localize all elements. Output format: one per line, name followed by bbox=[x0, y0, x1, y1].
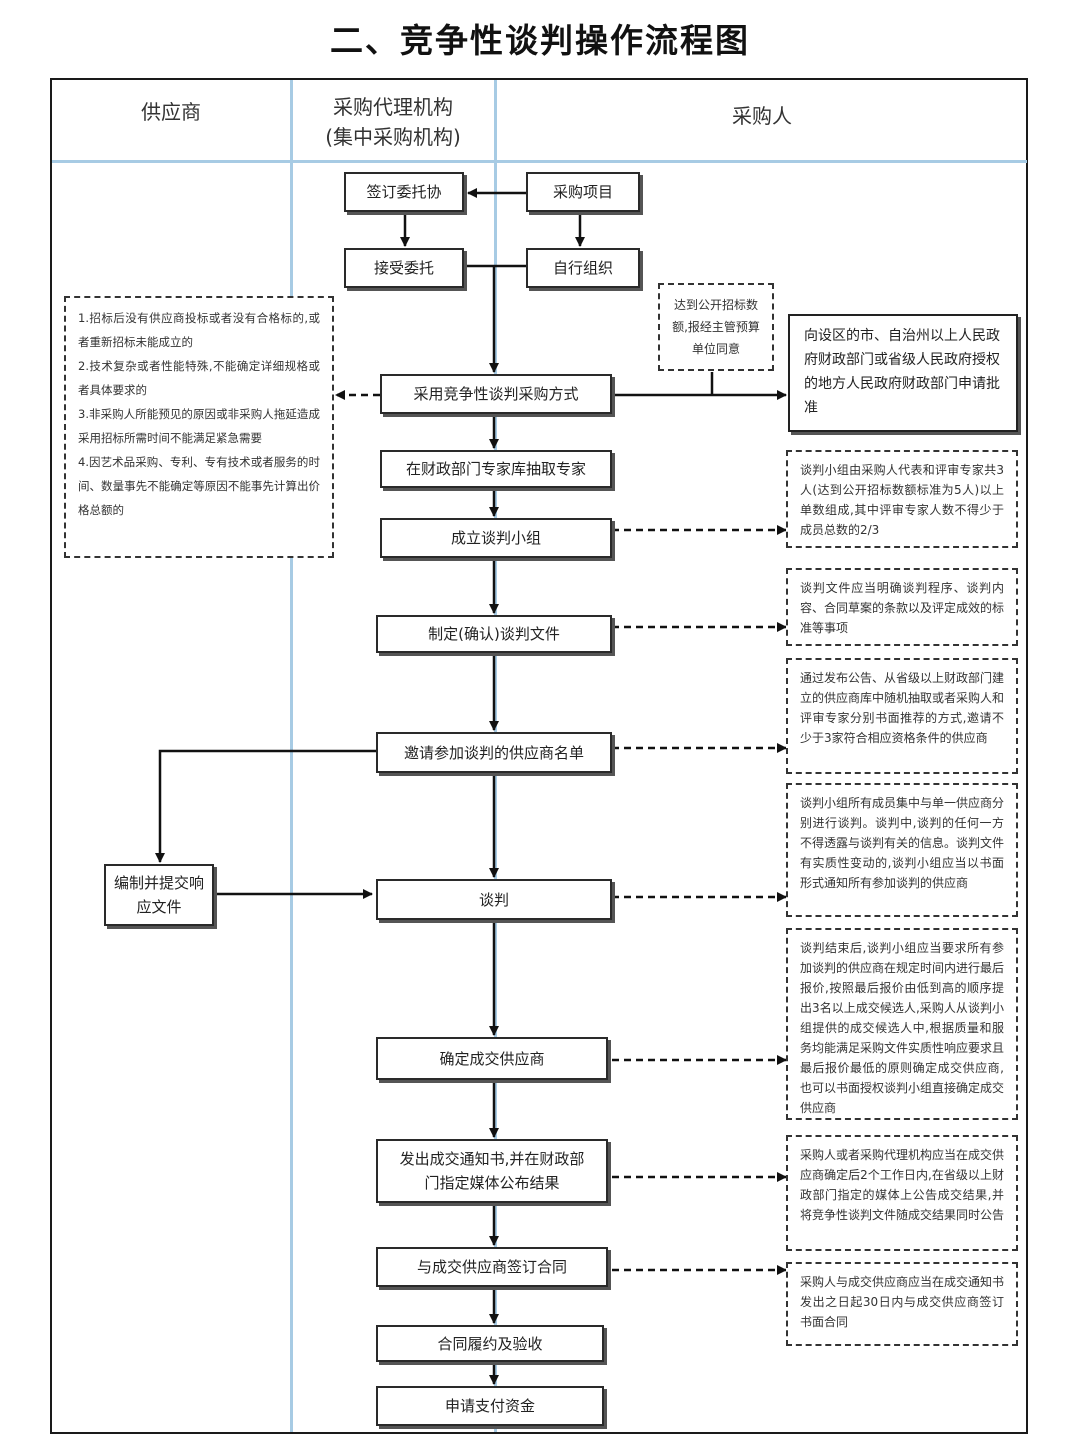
contract-deadline-note: 采购人与成交供应商应当在成交通知书发出之日起30日内与成交供应商签订书面合同 bbox=[786, 1262, 1018, 1346]
invite-suppliers-box: 邀请参加谈判的供应商名单 bbox=[376, 732, 612, 773]
announce-note: 采购人或者采购代理机构应当在成交供应商确定后2个工作日内,在省级以上财政部门指定… bbox=[786, 1135, 1018, 1251]
lane-label-agency: 采购代理机构 (集中采购机构) bbox=[293, 92, 493, 152]
diagram-frame bbox=[50, 78, 1028, 1434]
adopt-method-box: 采用竞争性谈判采购方式 bbox=[380, 374, 612, 414]
lane-label-agency-line1: 采购代理机构 bbox=[333, 95, 453, 119]
procurement-project-box: 采购项目 bbox=[526, 172, 640, 212]
invite-method-note: 通过发布公告、从省级以上财政部门建立的供应商库中随机抽取或者采购人和评审专家分别… bbox=[786, 658, 1018, 774]
final-quote-note: 谈判结束后,谈判小组应当要求所有参加谈判的供应商在规定时间内进行最后报价,按照最… bbox=[786, 928, 1018, 1120]
perform-accept-box: 合同履约及验收 bbox=[376, 1325, 604, 1362]
lane-label-agency-line2: (集中采购机构) bbox=[325, 125, 461, 149]
draw-experts-box: 在财政部门专家库抽取专家 bbox=[380, 450, 612, 488]
apply-payment-box: 申请支付资金 bbox=[376, 1386, 604, 1426]
sign-contract-box: 与成交供应商签订合同 bbox=[376, 1247, 608, 1287]
prepare-docs-box: 制定(确认)谈判文件 bbox=[376, 615, 612, 653]
conditions-note: 1.招标后没有供应商投标或者没有合格标的,或者重新招标未能成立的 2.技术复杂或… bbox=[64, 296, 334, 558]
page-title: 二、竞争性谈判操作流程图 bbox=[330, 21, 750, 60]
form-group-box: 成立谈判小组 bbox=[380, 518, 612, 558]
lane-label-supplier: 供应商 bbox=[141, 100, 201, 124]
approval-note: 向设区的市、自治州以上人民政府财政部门或省级人民政府授权的地方人民政府财政部门申… bbox=[788, 314, 1018, 432]
lane-divider-1 bbox=[290, 80, 293, 1432]
negotiation-box: 谈判 bbox=[376, 879, 612, 920]
lane-header-divider bbox=[52, 160, 1027, 163]
determine-supplier-box: 确定成交供应商 bbox=[376, 1037, 608, 1080]
lane-label-purchaser: 采购人 bbox=[732, 104, 792, 128]
negotiation-rules-note: 谈判小组所有成员集中与单一供应商分别进行谈判。谈判中,谈判的任何一方不得透露与谈… bbox=[786, 783, 1018, 917]
docs-content-note: 谈判文件应当明确谈判程序、谈判内容、合同草案的条款以及评定成效的标准等事项 bbox=[786, 568, 1018, 646]
issue-notice-box: 发出成交通知书,并在财政部门指定媒体公布结果 bbox=[376, 1139, 608, 1203]
group-composition-note: 谈判小组由采购人代表和评审专家共3人(达到公开招标数额标准为5人)以上单数组成,… bbox=[786, 450, 1018, 548]
self-organize-box: 自行组织 bbox=[526, 248, 640, 288]
arrow-invite-to-compile bbox=[155, 749, 376, 863]
threshold-note: 达到公开招标数额,报经主管预算单位同意 bbox=[658, 283, 774, 371]
sign-entrust-box: 签订委托协 bbox=[344, 172, 464, 212]
accept-entrust-box: 接受委托 bbox=[344, 248, 464, 288]
compile-submit-box: 编制并提交响应文件 bbox=[104, 864, 214, 926]
